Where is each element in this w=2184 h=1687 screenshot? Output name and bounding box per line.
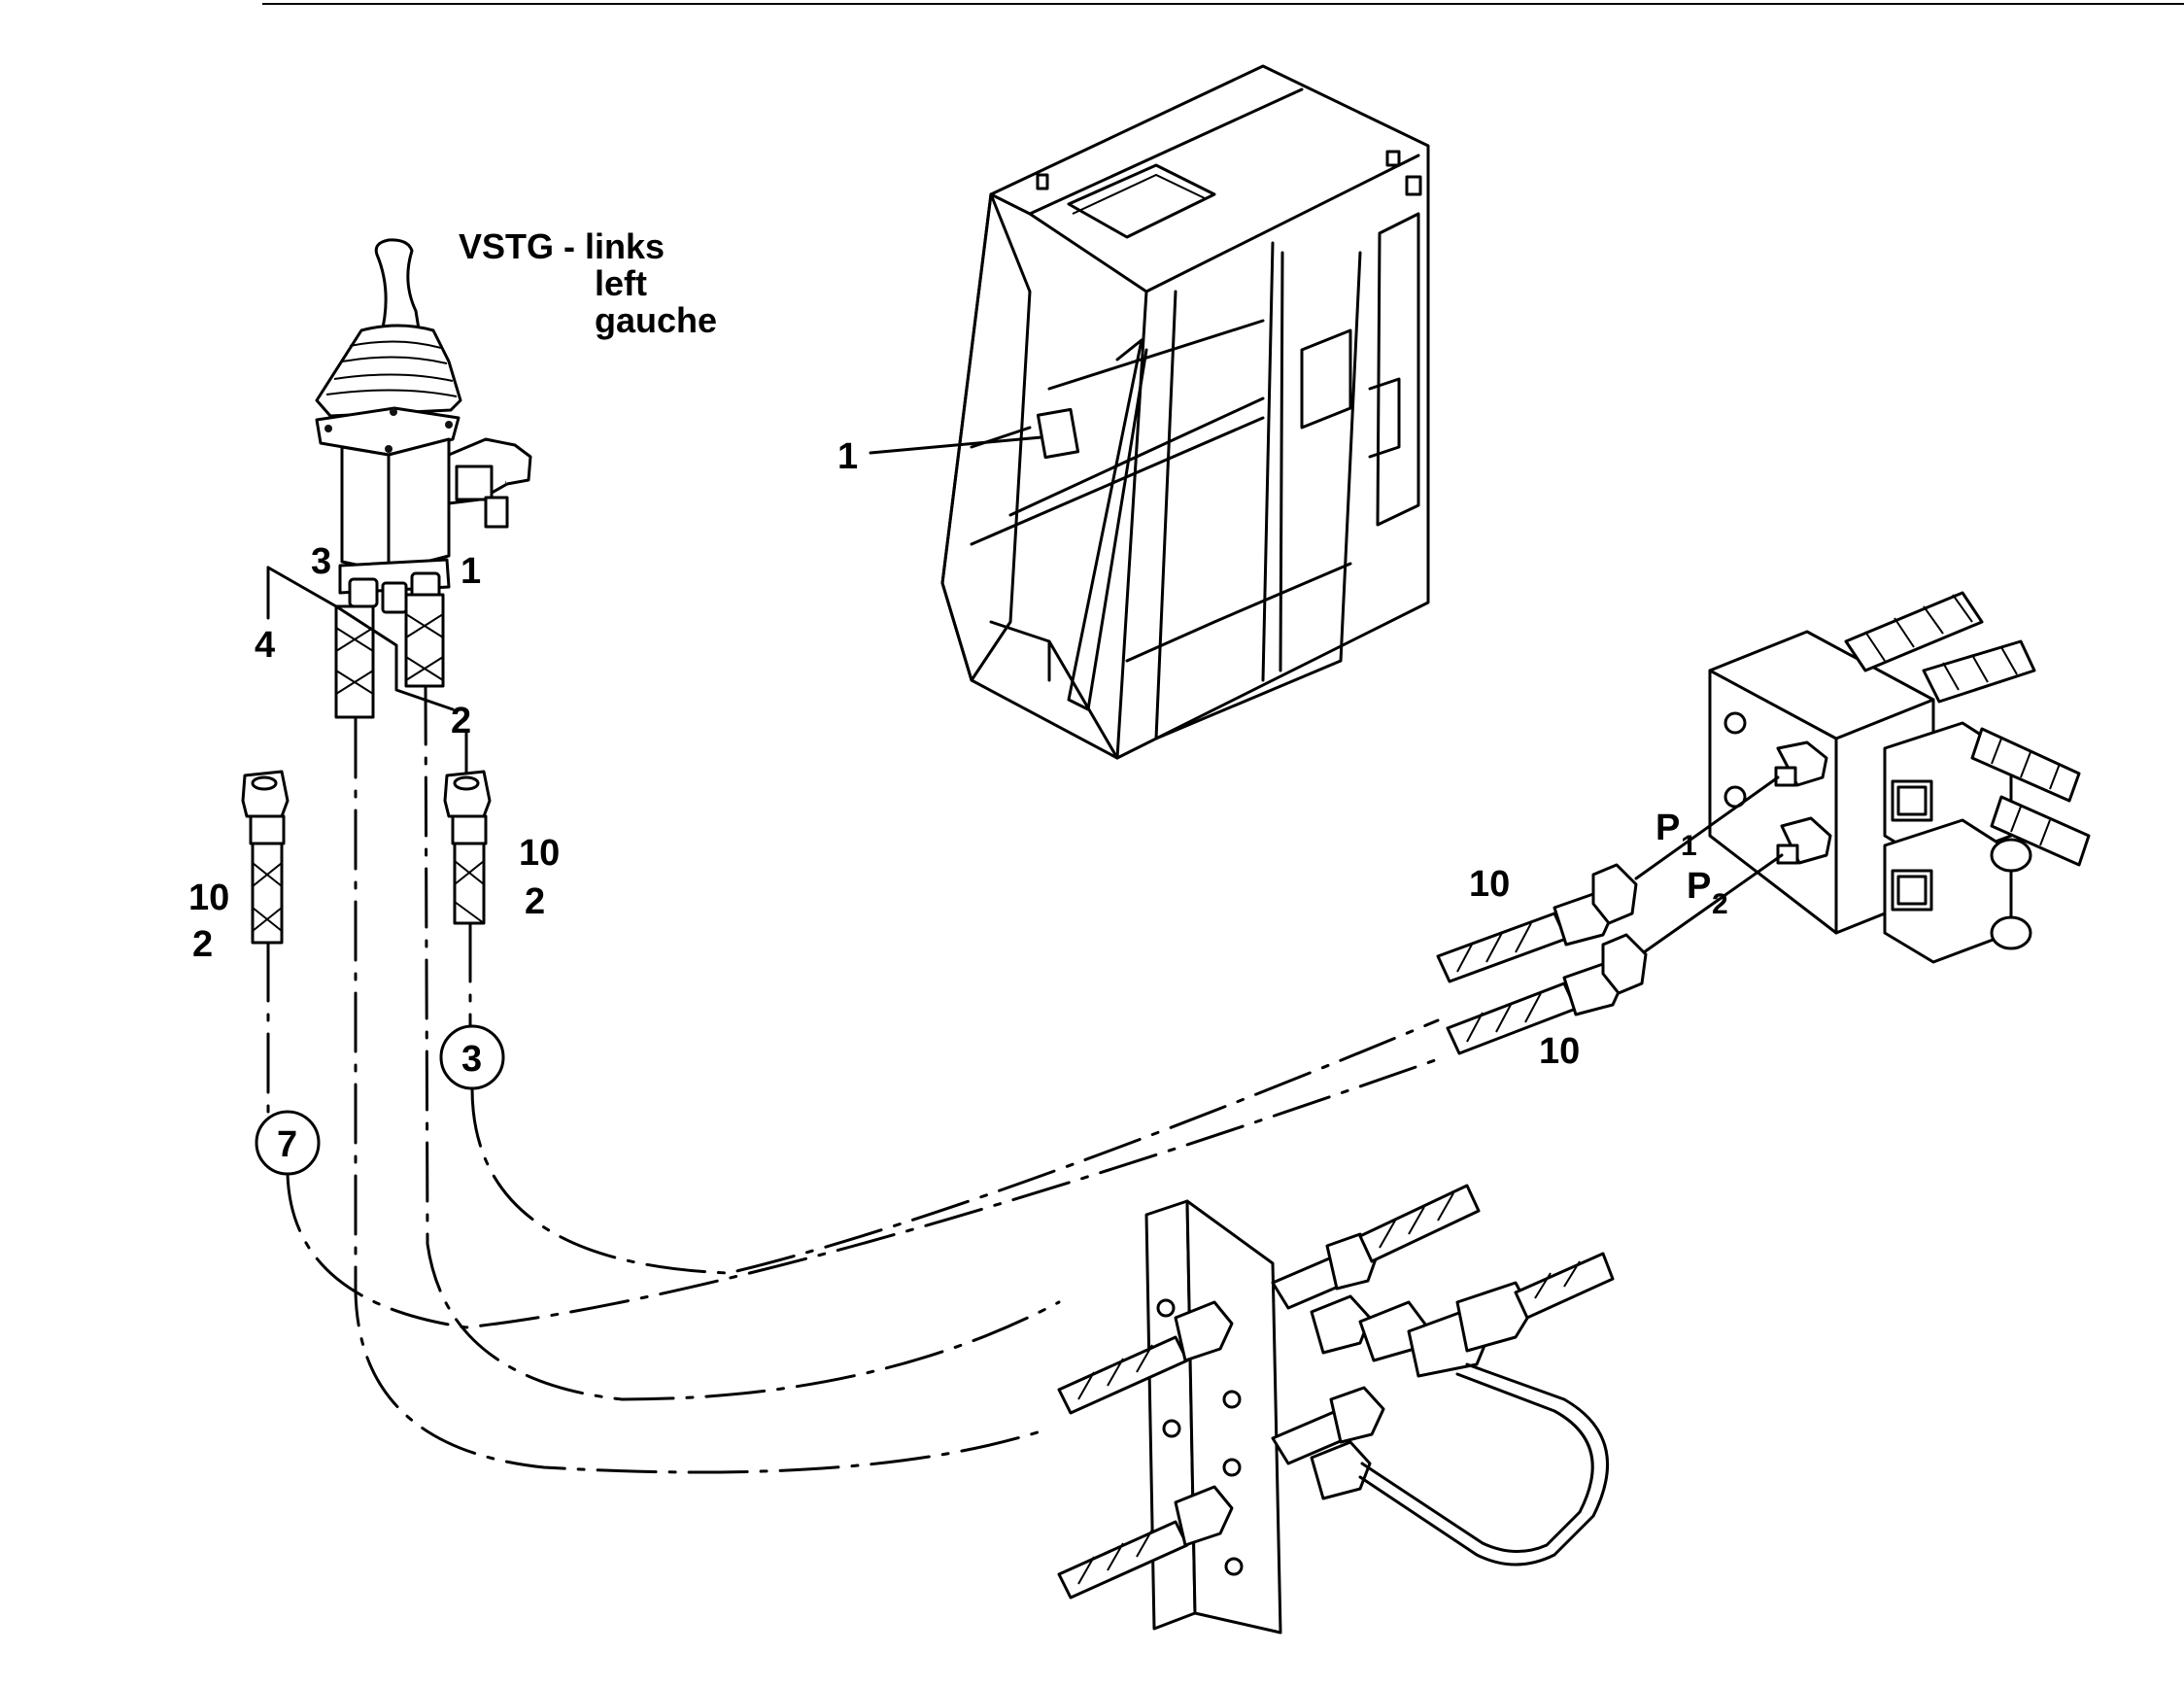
cab-item-label: 1 <box>837 436 858 477</box>
p1-port-label: P 1 <box>1655 808 1697 862</box>
p1-hose-fitting <box>1436 863 1638 983</box>
cab-icon <box>940 64 1430 760</box>
control-block-icon <box>1708 591 2091 964</box>
p1-hose-size: 10 <box>1469 864 1510 905</box>
hose-left-size: 10 <box>188 878 229 918</box>
bulkhead-bracket-icon <box>1057 1184 1615 1635</box>
p2-hose-fitting <box>1446 933 1648 1055</box>
svg-text:2: 2 <box>1712 888 1728 920</box>
port-3-label: 3 <box>311 541 331 582</box>
hose-right-size: 10 <box>519 833 560 874</box>
p2-hose-size: 10 <box>1539 1031 1580 1072</box>
title-line-3: gauche <box>595 300 717 340</box>
svg-text:1: 1 <box>1681 830 1697 862</box>
port-1-label: 1 <box>461 551 481 592</box>
port-4-label: 4 <box>255 625 275 666</box>
hose-right-qty: 2 <box>525 881 545 922</box>
title-line-1: VSTG - links <box>459 226 665 266</box>
title-block: VSTG - links left gauche <box>459 226 717 340</box>
port-2-label: 2 <box>451 701 471 741</box>
circle-callout-7: 7 <box>255 1110 321 1176</box>
hose-left-qty: 2 <box>192 924 213 965</box>
circle-callout-3: 3 <box>439 1024 505 1090</box>
hose-fitting-icon <box>241 770 492 945</box>
joystick-valve-icon <box>315 238 532 719</box>
svg-text:7: 7 <box>277 1124 297 1165</box>
svg-text:3: 3 <box>461 1039 482 1080</box>
p2-port-label: P 2 <box>1687 866 1728 920</box>
svg-text:P: P <box>1655 808 1680 848</box>
hose-routes <box>266 684 1440 1474</box>
title-line-2: left <box>595 263 647 303</box>
svg-text:P: P <box>1687 866 1711 907</box>
